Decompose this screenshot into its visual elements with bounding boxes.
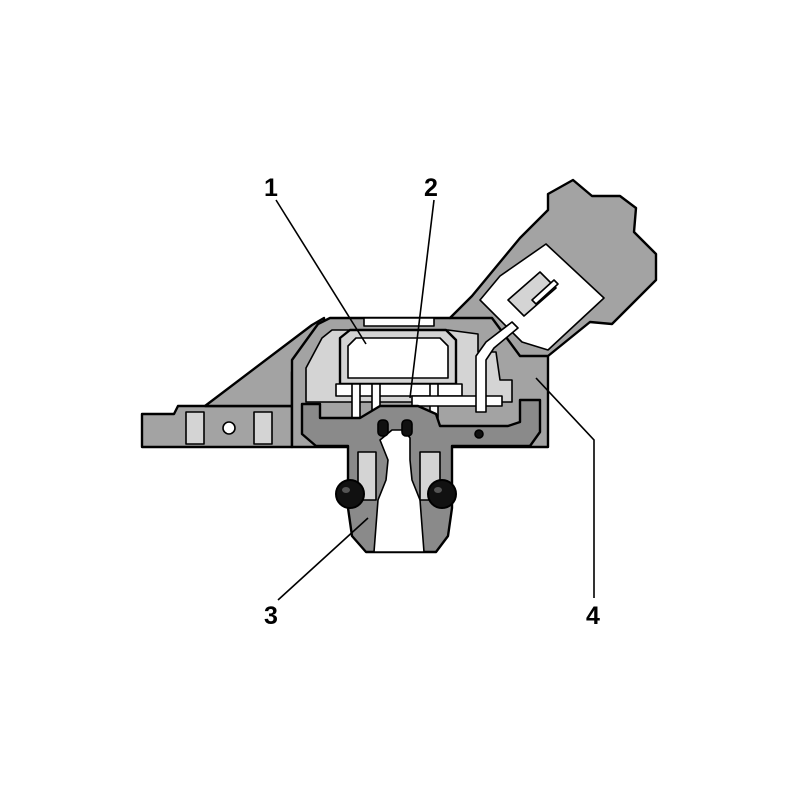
mounting-hole <box>222 421 236 435</box>
leader-line-1 <box>275 199 367 345</box>
connector-pin-block <box>507 271 557 317</box>
inner-seals <box>377 419 484 439</box>
callout-2: 2 <box>424 174 438 202</box>
leader-line-2 <box>409 199 435 399</box>
sensor-element <box>338 317 458 386</box>
callout-3: 3 <box>264 602 278 630</box>
callout-labels: 1 2 3 4 <box>264 174 600 630</box>
o-ring-seal <box>335 479 457 509</box>
mounting-flange <box>140 404 294 449</box>
callout-1: 1 <box>264 174 278 202</box>
leader-lines <box>275 199 595 601</box>
connector-pin <box>531 279 559 305</box>
leader-line-4 <box>535 377 595 598</box>
lead-pins <box>335 321 519 419</box>
leader-line-3 <box>277 517 369 601</box>
callout-4: 4 <box>586 602 600 630</box>
